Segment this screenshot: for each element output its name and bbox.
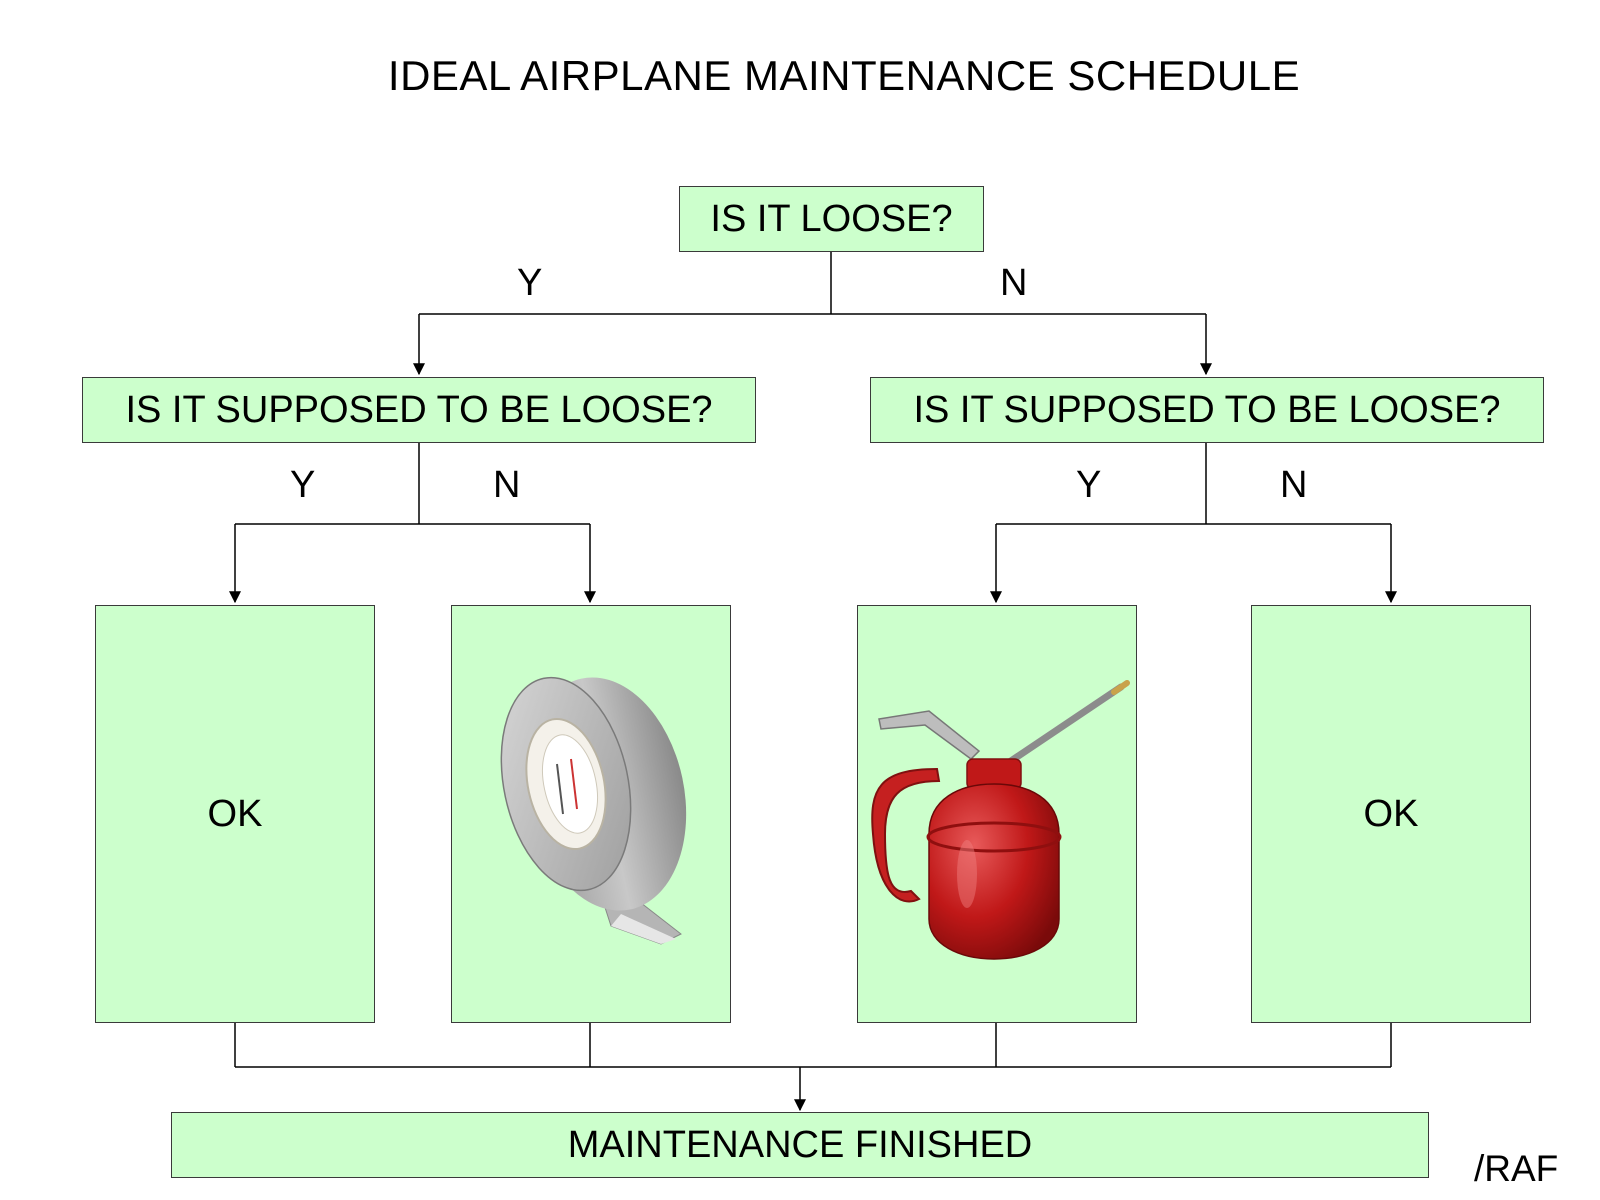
leaf-oil-can	[857, 605, 1137, 1023]
leaf-ok-left-text: OK	[207, 792, 263, 835]
branch-label-right-yes: Y	[1076, 464, 1102, 506]
branch-label-root-no: N	[1000, 262, 1028, 304]
leaf-ok-right: OK	[1251, 605, 1531, 1023]
oil-can-icon	[871, 680, 1130, 960]
right-question-text: IS IT SUPPOSED TO BE LOOSE?	[913, 388, 1501, 431]
duct-tape-icon	[500, 676, 687, 945]
branch-label-left-yes: Y	[290, 464, 316, 506]
root-question-text: IS IT LOOSE?	[710, 197, 953, 240]
root-question-box: IS IT LOOSE?	[679, 186, 984, 252]
leaf-ok-left: OK	[95, 605, 375, 1023]
branch-label-root-yes: Y	[517, 262, 543, 304]
author-signature: /RAF	[1474, 1148, 1559, 1189]
left-question-text: IS IT SUPPOSED TO BE LOOSE?	[125, 388, 713, 431]
branch-label-right-no: N	[1280, 464, 1308, 506]
final-box: MAINTENANCE FINISHED	[171, 1112, 1429, 1178]
diagram-title: IDEAL AIRPLANE MAINTENANCE SCHEDULE	[387, 52, 1301, 99]
left-question-box: IS IT SUPPOSED TO BE LOOSE?	[82, 377, 756, 443]
right-question-box: IS IT SUPPOSED TO BE LOOSE?	[870, 377, 1544, 443]
branch-label-left-no: N	[493, 464, 521, 506]
leaf-ok-right-text: OK	[1363, 792, 1419, 835]
final-box-text: MAINTENANCE FINISHED	[567, 1123, 1033, 1166]
leaf-duct-tape	[451, 605, 731, 1023]
